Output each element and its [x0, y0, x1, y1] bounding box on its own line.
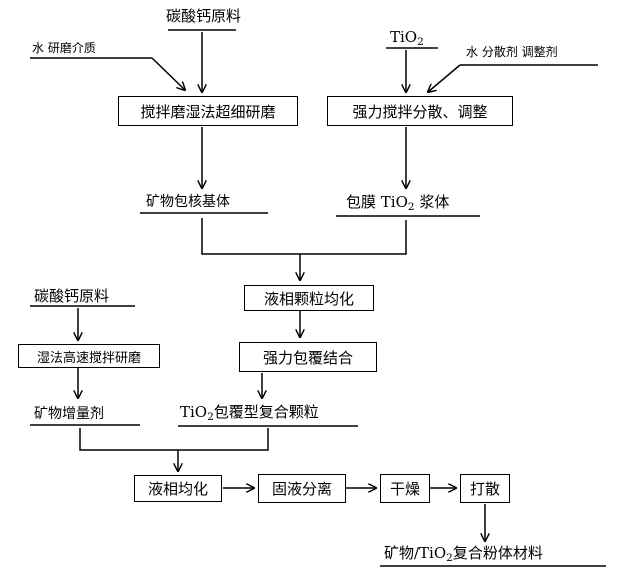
merge-bracket-bottom — [79, 428, 269, 451]
particle-homogenize-box: 液相颗粒均化 — [244, 285, 374, 311]
high-speed-grinding-box: 湿法高速搅拌研磨 — [18, 344, 160, 368]
strong-coating-box: 强力包覆结合 — [239, 342, 377, 372]
disperse-label: 打散 — [469, 480, 500, 498]
merge-bracket-top — [201, 218, 407, 255]
mineral-extender-label: 矿物增量剂 — [34, 406, 104, 422]
arrow-dispersant-to-disperse — [428, 64, 461, 92]
disperse-box: 打散 — [460, 474, 510, 503]
additives-label-left: 水 研磨介质 — [32, 41, 96, 55]
tio2-label: TiO2 — [390, 28, 424, 49]
strong-coating-label: 强力包覆结合 — [262, 348, 353, 367]
additives-label-right: 水 分散剂 调整剂 — [466, 45, 558, 59]
strong-dispersion-box: 强力搅拌分散、调整 — [327, 96, 513, 126]
final-material-label: 矿物/TiO2复合粉体材料 — [384, 544, 543, 565]
tio2-slurry-label: 包膜 TiO2 浆体 — [346, 193, 450, 214]
wet-grinding-label: 搅拌磨湿法超细研磨 — [140, 102, 276, 121]
drying-box: 干燥 — [380, 474, 430, 503]
particle-homogenize-label: 液相颗粒均化 — [263, 289, 354, 308]
arrow-water-to-grind — [151, 57, 185, 90]
drying-label: 干燥 — [389, 480, 420, 498]
raw-material-label-top: 碳酸钙原料 — [166, 7, 242, 25]
liquid-homogenize-box: 液相均化 — [134, 475, 222, 502]
wet-grinding-box: 搅拌磨湿法超细研磨 — [118, 96, 298, 126]
high-speed-grinding-label: 湿法高速搅拌研磨 — [36, 350, 141, 366]
raw-material-label-left: 碳酸钙原料 — [34, 287, 110, 305]
composite-particle-label: TiO2包覆型复合颗粒 — [180, 403, 319, 424]
strong-dispersion-label: 强力搅拌分散、调整 — [352, 102, 488, 121]
core-matrix-label: 矿物包核基体 — [146, 194, 230, 210]
liquid-homogenize-label: 液相均化 — [147, 480, 208, 498]
solid-liquid-separation-label: 固液分离 — [271, 480, 332, 498]
solid-liquid-separation-box: 固液分离 — [258, 474, 346, 503]
